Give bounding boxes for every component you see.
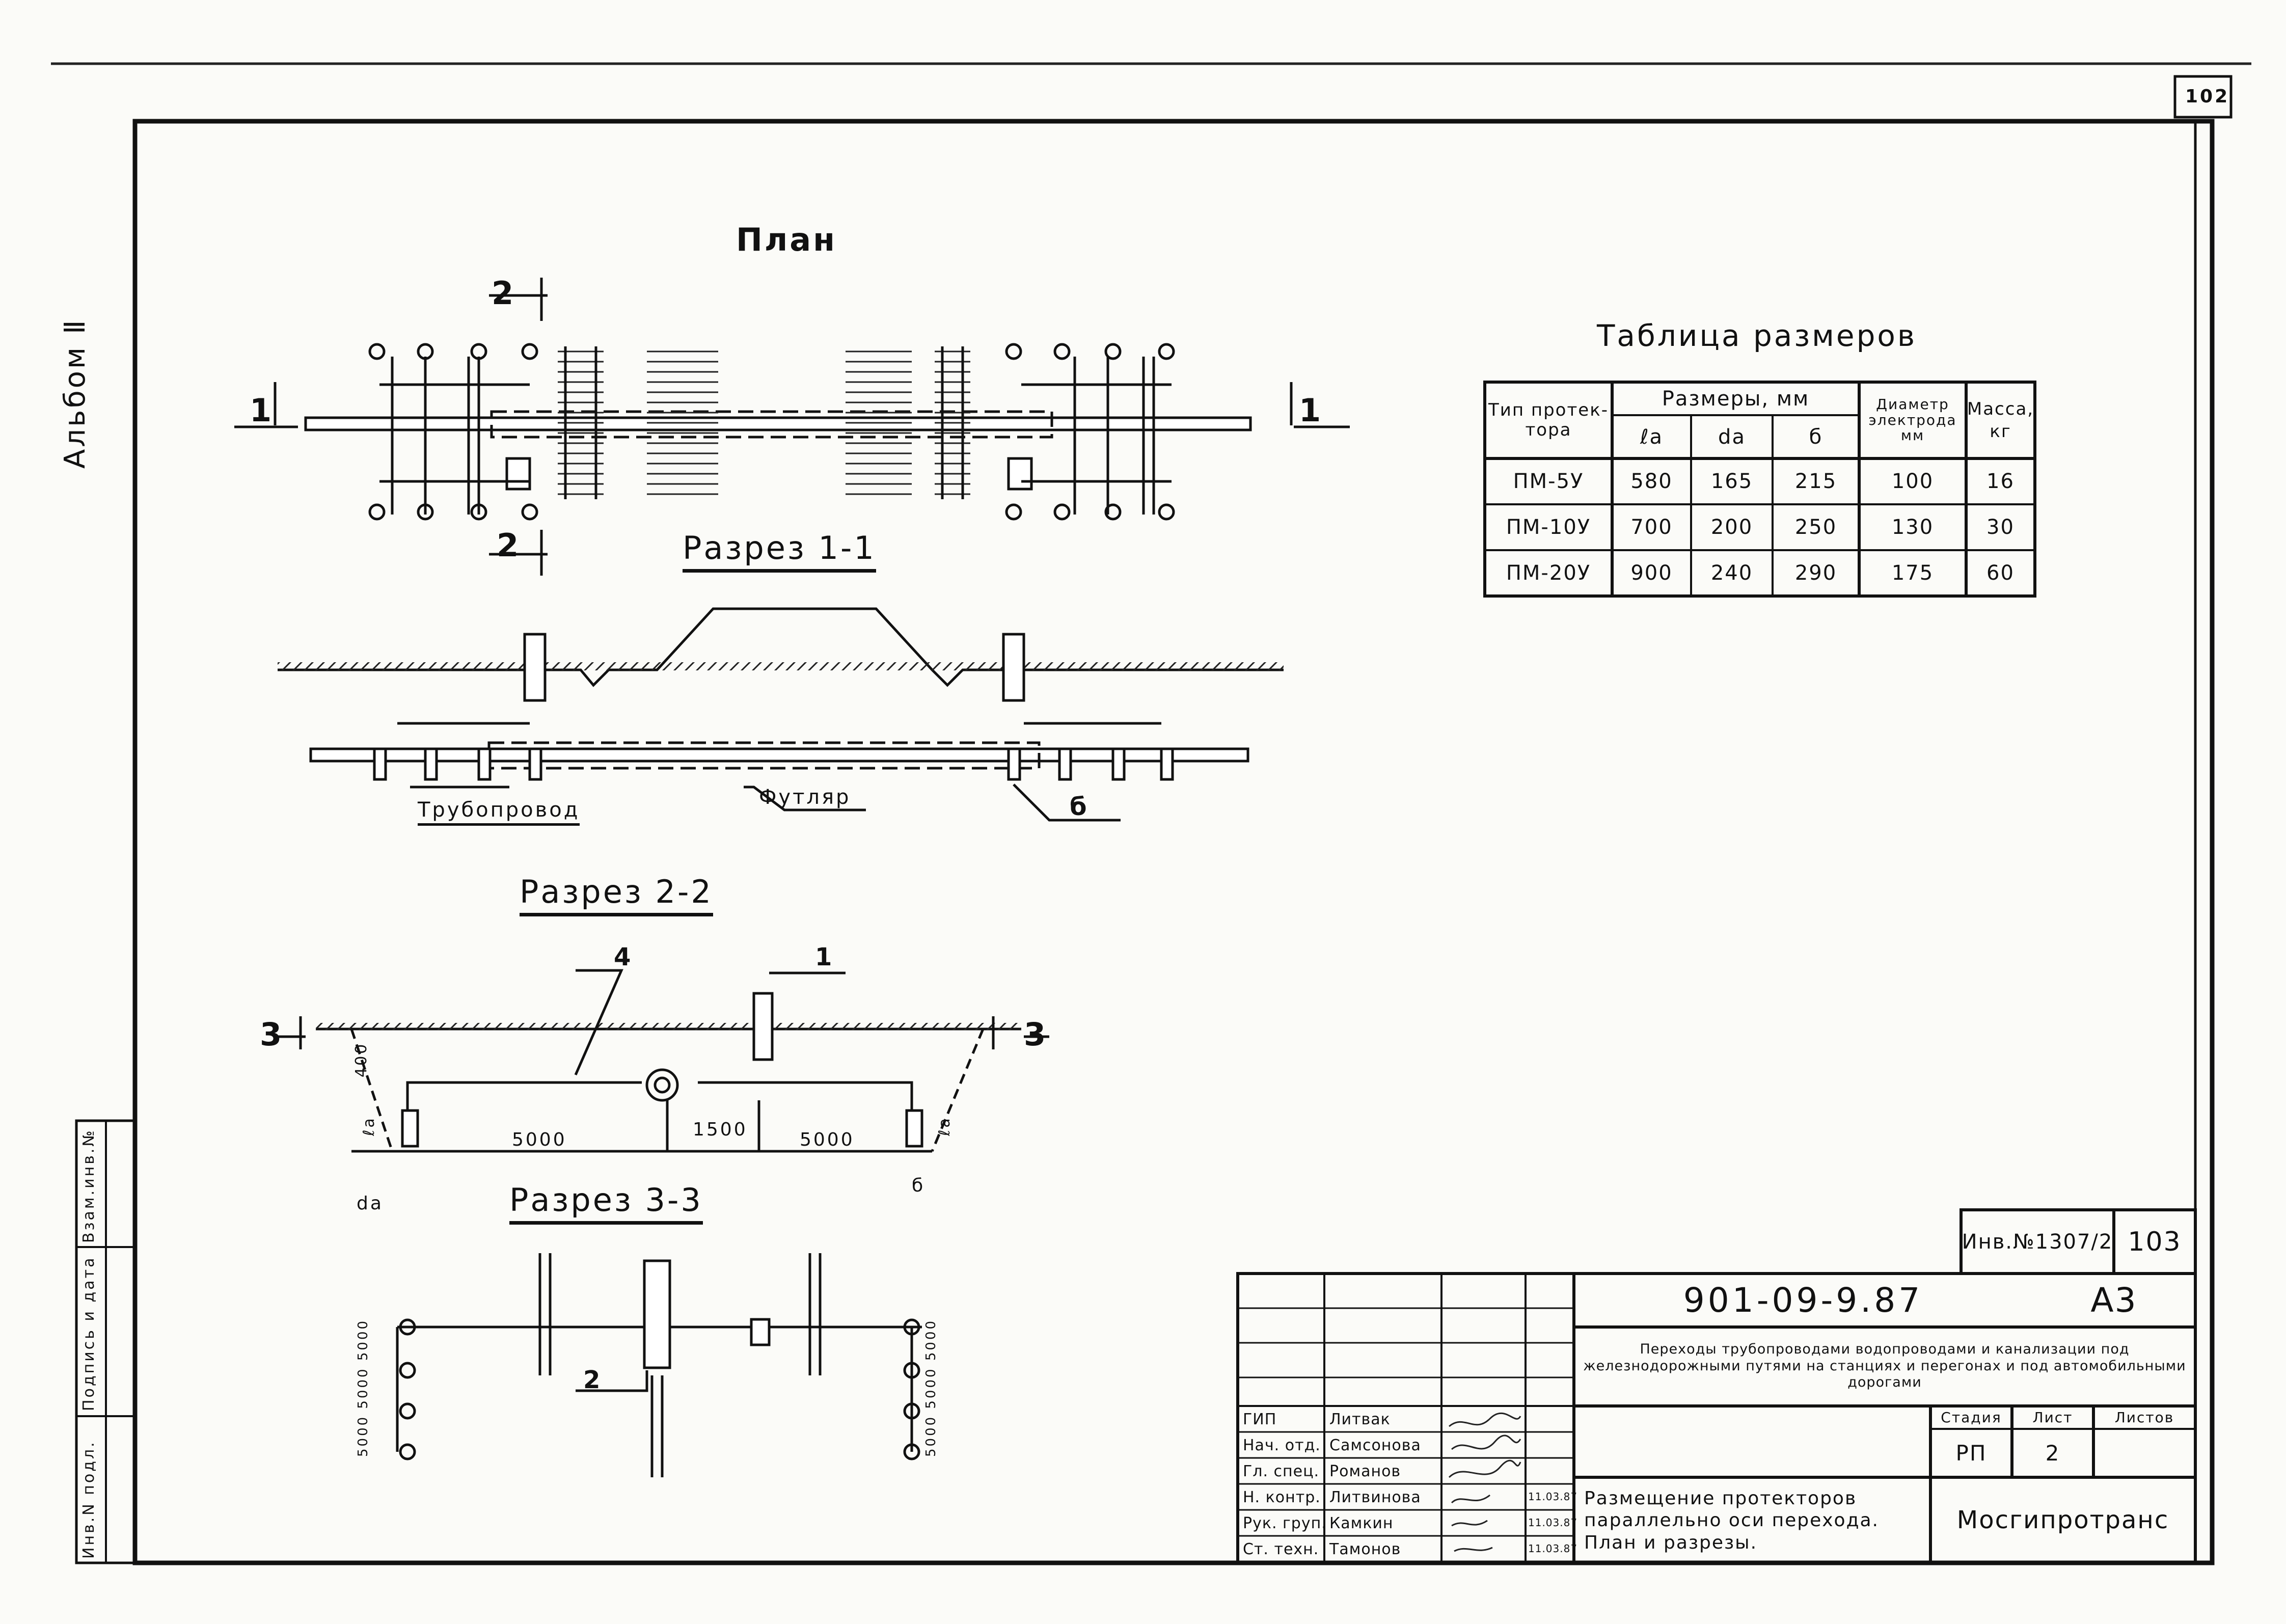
sig-date: 11.03.87 — [1528, 1491, 1578, 1503]
dim-b: б — [912, 1175, 926, 1196]
table-cell: ПМ-10У — [1506, 516, 1591, 539]
table-cell: ПМ-5У — [1513, 470, 1584, 493]
table-cell: 130 — [1891, 516, 1934, 539]
stamp-vzam: Взам.инв.№ — [80, 1128, 98, 1243]
stamp-podpis: Подпись и дата — [80, 1256, 98, 1412]
table-cell: 215 — [1794, 470, 1837, 493]
sig-name: Самсонова — [1329, 1437, 1421, 1454]
sheet-value: 2 — [2045, 1441, 2060, 1466]
dim-400: 400 — [352, 1042, 370, 1077]
dim-da: dа — [357, 1193, 384, 1214]
dim-3-3-left: 5000 5000 5000 — [356, 1318, 371, 1457]
pipeline-label: Трубопровод — [418, 800, 580, 826]
sig-role: Гл. спец. — [1243, 1463, 1320, 1480]
table-title: Таблица размеров — [1597, 318, 1917, 353]
sheets-label: Листов — [2114, 1409, 2174, 1426]
callout-6: б — [1070, 793, 1089, 821]
th-type: Тип протек-тора — [1488, 399, 1609, 440]
cut-marker-2-top: 2 — [492, 275, 516, 312]
page-number: 102 — [2185, 86, 2230, 107]
cut-marker-1-left: 1 — [250, 392, 274, 429]
callout-2: 2 — [583, 1366, 603, 1394]
sig-name: Тамонов — [1329, 1540, 1401, 1558]
dim-5000-left: 5000 — [512, 1129, 567, 1150]
table-cell: 30 — [1986, 516, 2015, 539]
table-cell: 100 — [1891, 470, 1934, 493]
table-cell: 290 — [1794, 561, 1837, 585]
dim-5000-right: 5000 — [800, 1129, 855, 1150]
th-mass: Масса, кг — [1967, 398, 2034, 442]
plan-title: План — [736, 221, 837, 258]
dim-1500: 1500 — [693, 1119, 748, 1140]
sig-name: Литвак — [1329, 1411, 1391, 1428]
table-cell: 60 — [1986, 561, 2015, 585]
sig-role: Н. контр. — [1243, 1488, 1321, 1506]
sig-name: Литвинова — [1329, 1488, 1421, 1506]
document-code: 901-09-9.87 — [1683, 1281, 1923, 1320]
sig-role: Нач. отд. — [1243, 1437, 1321, 1454]
cut-marker-3-left: 3 — [260, 1016, 284, 1053]
th-sizes: Размеры, мм — [1662, 387, 1810, 411]
table-cell: 250 — [1794, 516, 1837, 539]
sig-date: 11.03.87 — [1528, 1517, 1578, 1529]
cut-marker-2-bottom: 2 — [497, 527, 521, 564]
table-cell: 240 — [1710, 561, 1753, 585]
table-cell: 175 — [1891, 561, 1934, 585]
dim-la-right: ℓа — [936, 1116, 954, 1136]
stage-value: РП — [1955, 1441, 1987, 1466]
th-b: б — [1809, 425, 1823, 449]
inv-page: 103 — [2128, 1226, 2182, 1257]
sig-role: Рук. груп. — [1243, 1514, 1327, 1532]
table-cell: 200 — [1710, 516, 1753, 539]
section-3-title: Разрез 3-3 — [509, 1184, 703, 1225]
dim-3-3-right: 5000 5000 5000 — [923, 1318, 939, 1457]
dim-la-left: ℓа — [360, 1116, 378, 1136]
stamp-inv-podl: Инв.N подл. — [80, 1440, 98, 1559]
album-label: Альбом Ⅱ — [59, 318, 92, 469]
handwritten-signatures — [1448, 1412, 1521, 1552]
sig-role: Ст. техн. — [1243, 1540, 1319, 1558]
sig-name: Камкин — [1329, 1514, 1394, 1532]
th-la: ℓа — [1640, 425, 1664, 449]
sheet-title: Размещение протекторов параллельно оси п… — [1584, 1488, 1879, 1553]
sig-role: ГИП — [1243, 1411, 1277, 1428]
section-1-title: Разрез 1-1 — [683, 532, 876, 573]
organization: Мосгипротранс — [1956, 1506, 2169, 1534]
callout-1: 1 — [815, 943, 834, 971]
project-title: Переходы трубопроводами водопроводами и … — [1583, 1341, 2186, 1391]
th-da: dа — [1718, 425, 1746, 449]
table-cell: 580 — [1630, 470, 1673, 493]
cut-marker-3-right: 3 — [1024, 1016, 1048, 1053]
sig-name: Романов — [1329, 1463, 1401, 1480]
sheet-label: Лист — [2032, 1409, 2073, 1426]
table-cell: 165 — [1710, 470, 1753, 493]
stage-label: Стадия — [1941, 1409, 2002, 1426]
casing-label: Футляр — [759, 786, 851, 809]
cut-marker-1-right: 1 — [1299, 392, 1323, 429]
sheet-format: А3 — [2090, 1281, 2137, 1320]
inv-number: Инв.№1307/2 — [1962, 1230, 2113, 1254]
callout-4: 4 — [614, 943, 633, 971]
table-cell: 900 — [1630, 561, 1673, 585]
th-diameter: Диаметр электрода мм — [1868, 395, 1957, 444]
sig-date: 11.03.87 — [1528, 1542, 1578, 1555]
table-cell: ПМ-20У — [1506, 561, 1591, 585]
section-2-title: Разрез 2-2 — [520, 876, 713, 916]
table-cell: 700 — [1630, 516, 1673, 539]
table-cell: 16 — [1986, 470, 2015, 493]
